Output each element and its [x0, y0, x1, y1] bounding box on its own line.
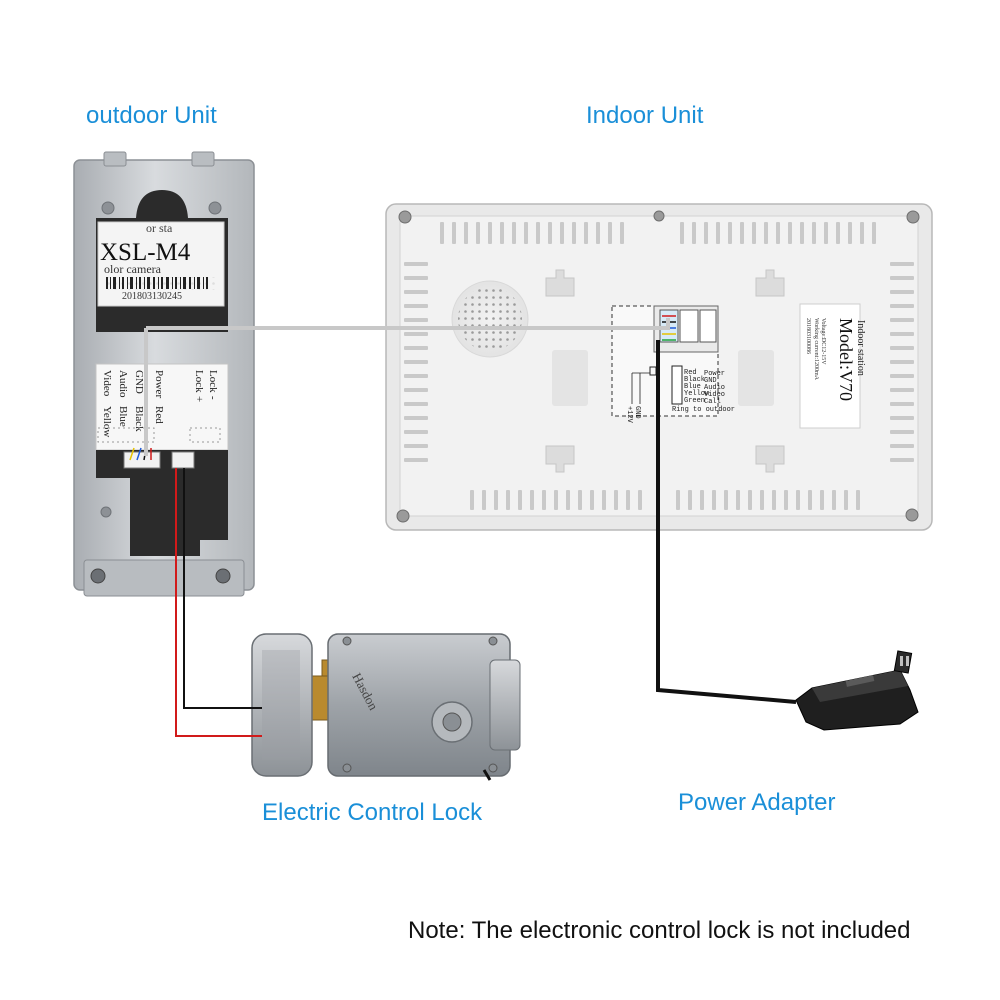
electric-lock-label: Electric Control Lock — [262, 799, 483, 826]
indoor-wire-legend: Red Power Black GND Blue Audio Yellow Vi… — [625, 365, 735, 424]
note-text: Note: The electronic control lock is not… — [408, 917, 911, 944]
terminal-audio-color: Blue — [117, 406, 129, 427]
indoor-model-sticker: Indoor station Model:V70 Voltage:DC12-15… — [805, 318, 866, 401]
terminal-lock-plus-sign: + — [193, 396, 205, 402]
top-vents — [440, 222, 876, 244]
outdoor-unit-label: outdoor Unit — [86, 102, 217, 129]
power-adapter-label: Power Adapter — [678, 789, 836, 816]
lock-red-wire — [175, 468, 262, 737]
power-adapter — [795, 650, 919, 731]
terminal-lock-plus: Lock — [193, 370, 205, 393]
terminal-gnd-color: Black — [133, 406, 145, 432]
lock-black-wire — [183, 468, 262, 709]
indoor-serial-text: 201803100086 — [805, 318, 811, 354]
wire-green-color: Green — [684, 397, 705, 405]
terminal-gnd: GND — [133, 370, 145, 394]
wire-blue-name: Audio — [704, 384, 725, 392]
terminal-lock-minus: Lock — [207, 370, 219, 393]
terminal-audio: Audio — [117, 370, 129, 398]
indoor-ring-label: Ring to outdoor — [672, 406, 735, 414]
indoor-station-text: Indoor station — [855, 320, 866, 376]
adapter-cable — [656, 340, 797, 704]
outdoor-serial-text: 201803130245 — [122, 291, 182, 302]
wire-black-color: Black — [684, 376, 705, 384]
indoor-spec1-text: Voltage:DC12-15V — [820, 318, 826, 365]
wire-red-name: Power — [704, 370, 725, 378]
terminal-video-color: Yellow — [101, 406, 113, 437]
indoor-12v-label: +12V — [625, 406, 633, 424]
electric-lock: Hasdon — [251, 633, 521, 781]
outdoor-indoor-cable — [146, 318, 670, 330]
outdoor-sticker-top: or sta — [146, 221, 173, 235]
right-vents — [890, 262, 914, 462]
indoor-unit-label: Indoor Unit — [586, 102, 704, 129]
outdoor-model-text: XSL-M4 — [100, 239, 191, 266]
wire-yellow-color: Yellow — [684, 390, 710, 398]
wire-green-name: Call — [704, 398, 721, 406]
terminal-power: Power — [153, 370, 165, 398]
indoor-unit: Red Power Black GND Blue Audio Yellow Vi… — [385, 203, 933, 531]
bottom-vents — [470, 490, 860, 510]
indoor-model-text: Model:V70 — [836, 318, 856, 401]
terminal-lock-minus-sign: - — [207, 396, 219, 400]
wire-blue-color: Blue — [684, 383, 701, 391]
indoor-spec2-text: Working current:1200mA — [813, 318, 819, 381]
outdoor-terminal-labels: Video Yellow Audio Blue GND Black Power … — [101, 370, 219, 437]
terminal-video: Video — [101, 370, 113, 397]
indoor-gnd-label: GND — [633, 406, 641, 419]
wire-red-color: Red — [684, 369, 697, 377]
wire-black-name: GND — [704, 377, 717, 385]
speaker-grille — [451, 280, 529, 358]
wires — [144, 318, 797, 737]
outdoor-unit: or sta XSL-M4 olor camera 201803130245 V… — [73, 151, 255, 597]
terminal-power-color: Red — [153, 406, 165, 424]
outdoor-camera-text: olor camera — [104, 262, 162, 276]
wire-yellow-name: Video — [704, 391, 725, 399]
left-vents — [404, 262, 428, 462]
